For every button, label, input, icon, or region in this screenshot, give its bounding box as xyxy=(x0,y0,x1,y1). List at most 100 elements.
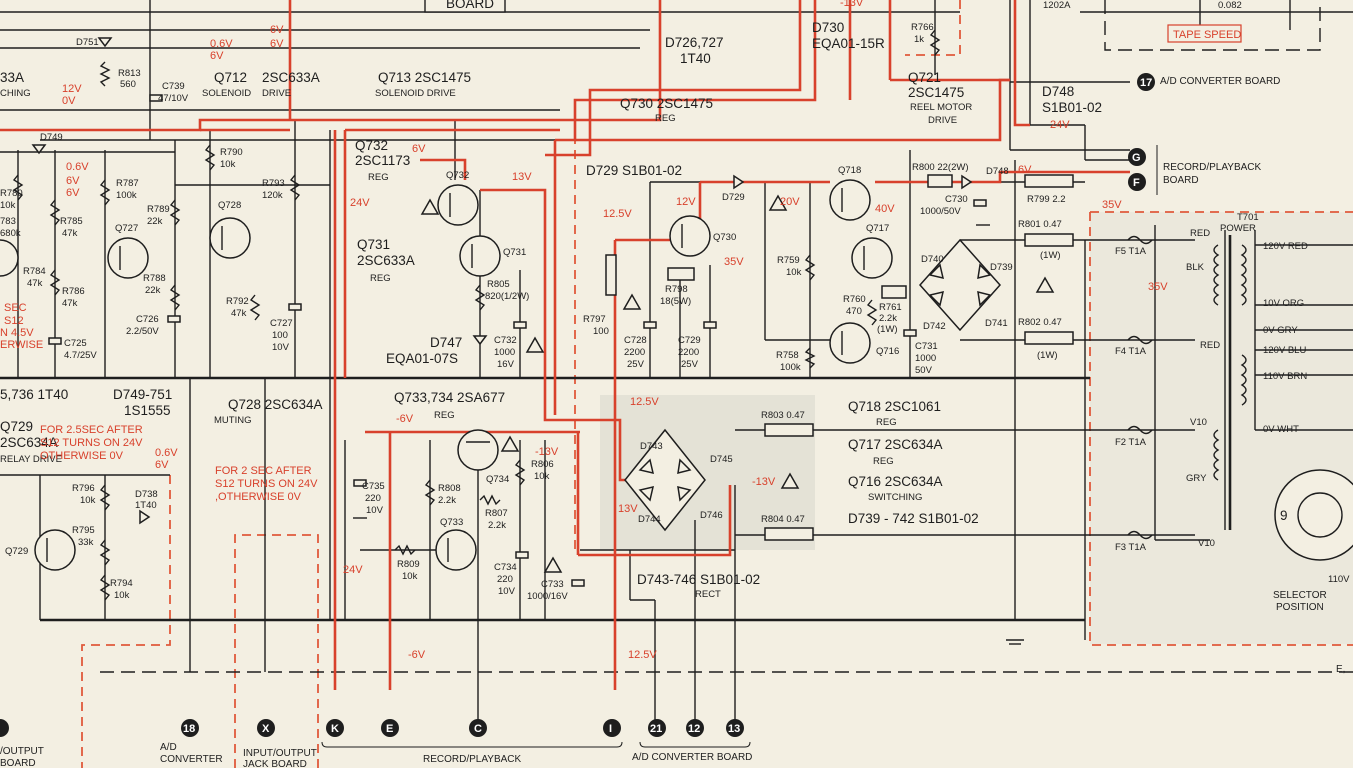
q712-label: 2SC633A xyxy=(262,70,320,85)
q716-label: Q716 2SC634A xyxy=(848,474,943,489)
svg-text:G: G xyxy=(1132,152,1141,164)
board-boundary xyxy=(1089,212,1353,646)
partial-top-label: 0.082 xyxy=(1218,0,1242,11)
voltage-label: 40V xyxy=(875,203,895,215)
d726-727-label: 1T40 xyxy=(680,51,711,66)
terminal-21: 21 xyxy=(648,719,666,737)
d730-label: D730 xyxy=(812,20,844,35)
voltage-label: 6V xyxy=(270,24,284,36)
q716-label: SWITCHING xyxy=(868,492,922,503)
bridge-d743-label: D743 xyxy=(640,441,663,452)
voltage-label: 6V xyxy=(66,187,80,199)
note-label: OTHERWISE 0V xyxy=(40,450,124,462)
note-label: S12 TURNS ON 24V xyxy=(40,437,143,449)
transformer-shade-region xyxy=(1090,212,1353,644)
voltage-label: 13V xyxy=(618,503,638,515)
r786-label: R786 xyxy=(62,286,85,297)
q732-label: REG xyxy=(368,172,389,183)
q727-symbol-label: Q727 xyxy=(115,223,138,234)
q717-label: Q717 2SC634A xyxy=(848,437,943,452)
r759-label: 10k xyxy=(786,267,802,278)
q732-label: Q732 xyxy=(355,138,388,153)
r790-label: R790 xyxy=(220,147,243,158)
svg-text:21: 21 xyxy=(650,723,662,735)
voltage-label: 6V xyxy=(66,175,80,187)
d747-label: D747 xyxy=(430,335,462,350)
transformer-title: POWER xyxy=(1220,223,1256,234)
r760-label: R760 xyxy=(843,294,866,305)
r813-label: R813 xyxy=(118,68,141,79)
r801-label: (1W) xyxy=(1040,250,1061,261)
c730-label: C730 xyxy=(945,194,968,205)
r792-label: R792 xyxy=(226,296,249,307)
bridge-d746-label: D746 xyxy=(700,510,723,521)
q729-symbol-label: Q729 xyxy=(5,546,28,557)
c731-label: C731 xyxy=(915,341,938,352)
selector-label: 9 xyxy=(1280,508,1288,523)
c731-label: 1000 xyxy=(915,353,936,364)
r802-label: (1W) xyxy=(1037,350,1058,361)
r785-label: R785 xyxy=(60,216,83,227)
bridge-d744-label: D744 xyxy=(638,514,661,525)
q728-label: MUTING xyxy=(214,415,251,426)
c733-label: C733 xyxy=(541,579,564,590)
note-label: S12 xyxy=(4,315,24,327)
transformer-title: T701 xyxy=(1237,212,1259,223)
r787-label: R787 xyxy=(116,178,139,189)
r766-label: 1k xyxy=(914,34,924,45)
r813-label: 560 xyxy=(120,79,136,90)
voltage-label: 12V xyxy=(62,83,82,95)
transformer-left-gry: GRY xyxy=(1186,473,1207,484)
terminal-g: G xyxy=(1128,148,1146,166)
r780-label: 10k xyxy=(0,200,16,211)
voltage-label: 6V xyxy=(412,143,426,155)
r798-label: 18(5W) xyxy=(660,296,691,307)
q729-label: Q729 xyxy=(0,419,33,434)
q734-symbol-label: Q734 xyxy=(486,474,509,485)
q721-label: Q721 xyxy=(908,70,941,85)
r807-label: R807 xyxy=(485,508,508,519)
voltage-label: -13V xyxy=(752,476,776,488)
transformer-right: 0V WHT xyxy=(1263,424,1299,435)
r788-label: R788 xyxy=(143,273,166,284)
svg-text:C: C xyxy=(474,723,482,735)
d748-label: D748 xyxy=(986,166,1009,177)
voltage-label: 12.5V xyxy=(603,208,632,220)
top-board-label: BOARD xyxy=(446,0,494,11)
q717-symbol-label: Q717 xyxy=(866,223,889,234)
bottom-ad-converter-label: A/D CONVERTER BOARD xyxy=(632,752,752,763)
c727-label: C727 xyxy=(270,318,293,329)
c727-label: 10V xyxy=(272,342,290,353)
q716-symbol-label: Q716 xyxy=(876,346,899,357)
c732-label: 1000 xyxy=(494,347,515,358)
r793-label: R793 xyxy=(262,178,285,189)
c725-label: C725 xyxy=(64,338,87,349)
terminal-13: 13 xyxy=(726,719,744,737)
ad-converter-top-label: A/D CONVERTER BOARD xyxy=(1160,76,1280,87)
r758-label: R758 xyxy=(776,350,799,361)
terminal-c: C xyxy=(469,719,487,737)
svg-text:I: I xyxy=(609,723,612,735)
r797-label: 100 xyxy=(593,326,609,337)
board-boundary xyxy=(234,534,319,768)
svg-text:18: 18 xyxy=(183,723,195,735)
note-label: S12 TURNS ON 24V xyxy=(215,478,318,490)
partial-top-label: 1202A xyxy=(1043,0,1071,11)
c729-label: C729 xyxy=(678,335,701,346)
q732-label: 2SC1173 xyxy=(355,153,410,168)
transformer-right: 120V RED xyxy=(1263,241,1308,252)
terminal-18: 18 xyxy=(181,719,199,737)
c733-label: 1000/16V xyxy=(527,591,568,602)
transformer-left-v10b: V10 xyxy=(1198,538,1215,549)
selector-position-label: POSITION xyxy=(1276,602,1324,613)
r809-label: 10k xyxy=(402,571,418,582)
c739-label: 47/10V xyxy=(158,93,189,104)
left-top-label: 33A xyxy=(0,70,24,85)
selector-label: 110V xyxy=(1328,574,1350,585)
q717-label: REG xyxy=(873,456,894,467)
q731-symbol-label: Q731 xyxy=(503,247,526,258)
q730-symbol-label: Q730 xyxy=(713,232,736,243)
svg-text:X: X xyxy=(262,723,270,735)
voltage-label: 0.6V xyxy=(210,38,233,50)
voltage-label: -13V xyxy=(840,0,864,9)
